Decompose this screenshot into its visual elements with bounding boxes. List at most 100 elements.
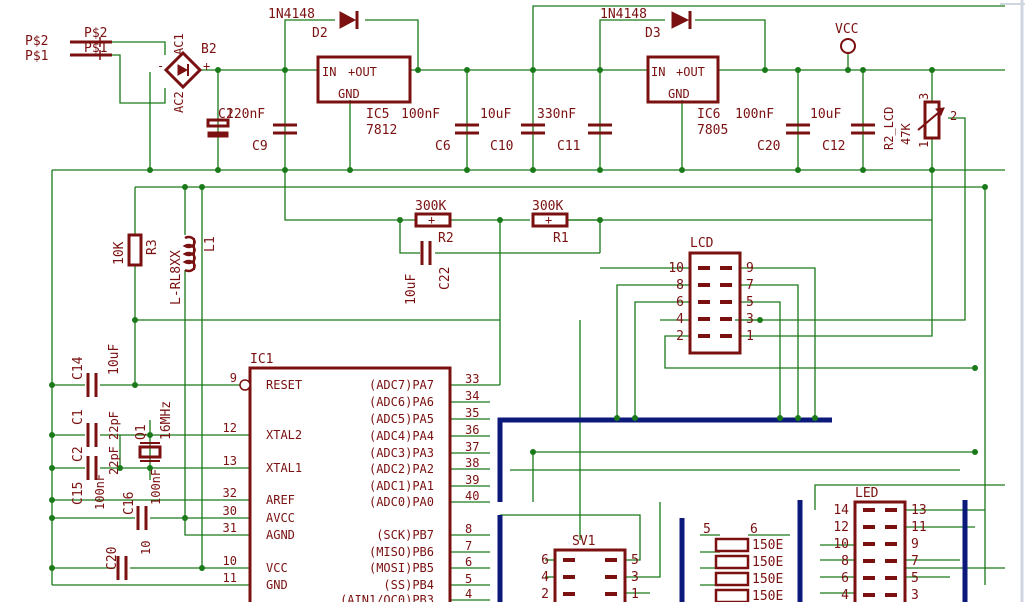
capacitor-c2: C2 22pF: [71, 446, 121, 480]
svg-text:IC5: IC5: [366, 107, 389, 122]
ic1-pin-number: 38: [465, 456, 479, 470]
svg-text:C10: C10: [490, 139, 513, 154]
array-resistor-value: 150E: [752, 555, 783, 570]
ic1-pin-name: (SS)PB4: [383, 578, 434, 592]
svg-text:+: +: [545, 213, 552, 227]
svg-text:IN: IN: [322, 65, 336, 79]
svg-text:22pF: 22pF: [107, 446, 121, 475]
svg-text:+: +: [428, 213, 435, 227]
svg-text:220nF: 220nF: [226, 107, 265, 122]
svg-text:C2: C2: [71, 446, 86, 462]
capacitor-c10: 10uF C10: [480, 107, 545, 154]
led-pin-right: 5: [911, 571, 919, 586]
lcd-pin-left: 4: [676, 312, 684, 327]
resistor-r3: 10K R3: [112, 233, 160, 267]
ic1-pin-name: (ADC7)PA7: [369, 378, 434, 392]
led-pin-left: 8: [841, 554, 849, 569]
svg-text:10: 10: [139, 541, 153, 555]
led-pin-right: 11: [911, 520, 927, 535]
svg-text:C9: C9: [252, 139, 268, 154]
array-resistor: [714, 554, 750, 570]
ic1-pin-name: AGND: [266, 528, 295, 542]
svg-text:C16: C16: [122, 492, 137, 515]
svg-text:3: 3: [917, 93, 931, 100]
resistor-r2-divider: + 300K R2: [414, 199, 454, 246]
svg-text:C20: C20: [105, 547, 120, 570]
svg-text:GND: GND: [668, 87, 690, 101]
array-resistor: [714, 588, 750, 602]
capacitor-c16: C16 100nF: [122, 469, 163, 530]
capacitor-c12: 10uF C12: [810, 107, 875, 154]
svg-text:C12: C12: [822, 139, 845, 154]
svg-text:IC6: IC6: [697, 107, 720, 122]
ic1-pin-name: (ADC1)PA1: [369, 479, 434, 493]
svg-text:2: 2: [950, 109, 957, 123]
ic1-pin-name: (ADC2)PA2: [369, 462, 434, 476]
ic1-pin-number: 31: [223, 521, 237, 535]
ic1-pin-number: 9: [230, 371, 237, 385]
svg-text:LED: LED: [855, 486, 879, 501]
ic1-pin-number: 4: [465, 587, 472, 601]
connector-label-p2: P$2: [84, 26, 107, 41]
lcd-pin-right: 1: [746, 329, 754, 344]
lcd-pin-left: 8: [676, 278, 684, 293]
ic1-pin-number: 30: [223, 504, 237, 518]
ic1-pin-name: VCC: [266, 561, 288, 575]
led-pin-left: 6: [841, 571, 849, 586]
svg-text:VCC: VCC: [835, 22, 858, 37]
svg-text:C20: C20: [757, 139, 780, 154]
ic1-pin-name: RESET: [266, 378, 302, 392]
lcd-pin-left: 10: [668, 261, 684, 276]
ic1-pin-name: (MISO)PB6: [369, 545, 434, 559]
ic1-pin-name: AVCC: [266, 511, 295, 525]
ic1-pin-number: 36: [465, 423, 479, 437]
ic1-pin-number: 10: [223, 554, 237, 568]
sv1-pin-right: 1: [631, 587, 639, 602]
svg-text:16MHz: 16MHz: [159, 401, 174, 440]
svg-text:10K: 10K: [112, 241, 127, 265]
led-pin-right: 7: [911, 554, 919, 569]
ic1-pin-number: 7: [465, 539, 472, 553]
svg-text:LCD: LCD: [690, 236, 714, 251]
capacitor-c1: C1 22pF: [71, 409, 121, 447]
input-connector: P$2 P$1 P$2 P$1: [25, 26, 112, 64]
array-resistor: [714, 571, 750, 587]
svg-text:L1: L1: [203, 236, 218, 252]
svg-text:Q1: Q1: [134, 424, 149, 440]
svg-text:-: -: [157, 59, 164, 73]
capacitor-bulk: 220nF C1: [206, 107, 265, 138]
ic1-pin-name: (MOSI)PB5: [369, 561, 434, 575]
ic1-pin-number: 8: [465, 522, 472, 536]
ic1-pin-name: (ADC5)PA5: [369, 412, 434, 426]
svg-text:R2_LCD: R2_LCD: [882, 107, 896, 150]
ic1-pin-number: 13: [223, 454, 237, 468]
svg-text:B2: B2: [201, 42, 217, 57]
svg-text:GND: GND: [338, 87, 360, 101]
ic1-pin-name: GND: [266, 578, 288, 592]
svg-text:300K: 300K: [415, 199, 446, 214]
led-pin-right: 9: [911, 537, 919, 552]
connector-label-p1: P$1: [84, 41, 107, 56]
ic1-pin-name: (ADC6)PA6: [369, 395, 434, 409]
svg-text:1N4148: 1N4148: [268, 7, 315, 22]
svg-text:5: 5: [703, 522, 711, 537]
ic1-pin-number: 32: [223, 486, 237, 500]
sv1-pin-left: 6: [541, 553, 549, 568]
ic1-pin-number: 39: [465, 473, 479, 487]
svg-text:R2: R2: [438, 231, 454, 246]
sv1-pin-right: 3: [631, 570, 639, 585]
lcd-pin-right: 3: [746, 312, 754, 327]
ic1-pin-name: (AIN1/OC0)PB3: [340, 593, 434, 602]
lcd-pin-right: 5: [746, 295, 754, 310]
wires: [51, 5, 1005, 601]
led-header: LED 1412108642131197531: [833, 486, 927, 602]
regulator-ic5: IN +OUT GND IC5 7812: [316, 55, 412, 138]
resistor-r1-divider: + 300K R1: [531, 199, 569, 246]
svg-text:100nF: 100nF: [401, 107, 440, 122]
ic1-pin-name: AREF: [266, 493, 295, 507]
lcd-pin-left: 6: [676, 295, 684, 310]
